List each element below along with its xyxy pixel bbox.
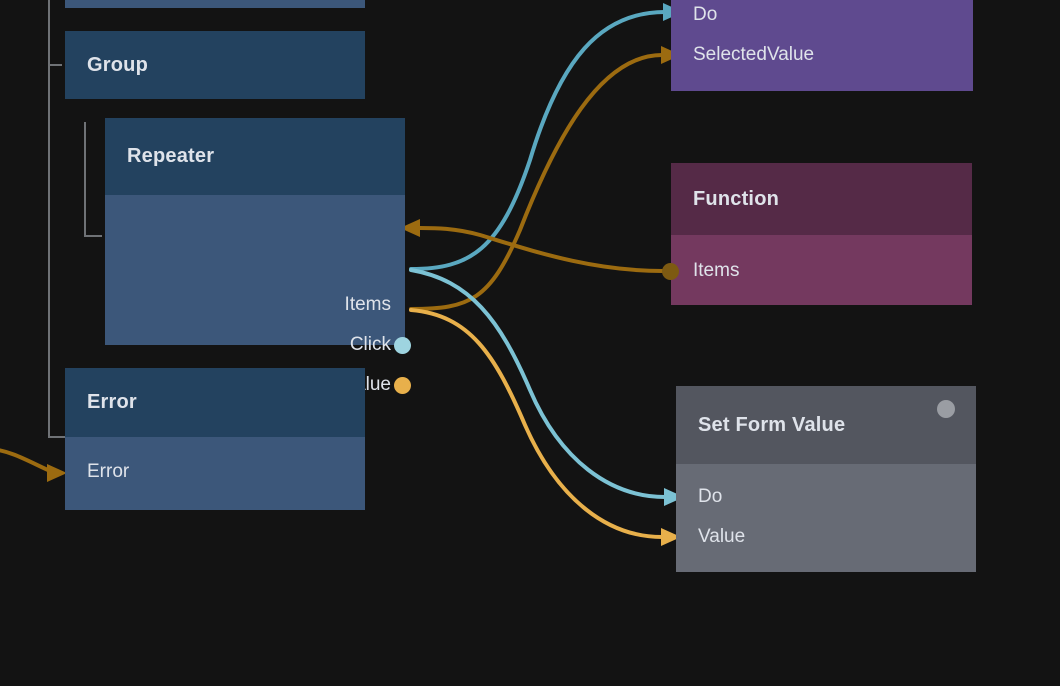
node-group[interactable]: Group <box>65 31 365 99</box>
tree-connector-line <box>48 0 50 438</box>
tree-connector-line <box>84 122 86 237</box>
node-body-clipped-top <box>65 0 365 8</box>
node-header-group[interactable]: Group <box>65 31 365 99</box>
port-selectedvalue[interactable]: SelectedValue <box>693 43 814 67</box>
node-title: Set Form Value <box>698 413 846 436</box>
edge-incoming-to-error[interactable] <box>0 448 50 472</box>
node-header-error[interactable]: Error <box>65 368 365 437</box>
port-value[interactable]: Value <box>698 525 745 549</box>
port-items[interactable]: Items <box>693 259 739 283</box>
port-label: SelectedValue <box>693 44 815 65</box>
port-do[interactable]: Do <box>698 485 722 509</box>
port-connector-dot[interactable] <box>662 263 679 280</box>
port-label: Value <box>698 526 746 547</box>
port-label: Do <box>693 4 718 25</box>
node-header-repeater[interactable]: Repeater <box>105 118 405 195</box>
edge-repeater-click-to-dropdown-do[interactable] <box>409 10 667 271</box>
port-error[interactable]: Error <box>87 460 129 484</box>
port-connector-dot[interactable] <box>394 377 411 394</box>
port-click[interactable]: Click <box>350 333 391 357</box>
port-label: Do <box>698 486 723 507</box>
port-label: Items <box>693 260 740 281</box>
edge-repeater-click-to-setformvalue-do[interactable] <box>409 268 667 499</box>
status-dot-icon[interactable] <box>937 400 955 418</box>
port-items[interactable]: Items <box>345 293 391 317</box>
port-label: Click <box>349 334 391 355</box>
node-title: Repeater <box>127 145 215 167</box>
node-title: Group <box>87 53 148 76</box>
port-connector-dot[interactable] <box>394 337 411 354</box>
port-do[interactable]: Do <box>693 3 717 27</box>
node-title: Function <box>693 187 780 210</box>
node-clipped-top[interactable] <box>65 0 365 8</box>
edge-arrowhead <box>47 464 67 482</box>
port-label: Items <box>344 294 391 315</box>
node-body-function: Items <box>662 235 972 305</box>
tree-connector-line <box>48 436 70 438</box>
node-header-function[interactable]: Function <box>671 163 972 235</box>
node-header-set-form-value[interactable]: Set Form Value <box>676 386 976 464</box>
tree-connector-line <box>48 64 62 66</box>
edge-function-items-to-repeater-items[interactable] <box>418 226 665 273</box>
port-label: Error <box>87 461 130 482</box>
edge-repeater-value-to-dropdown-selectedvalue[interactable] <box>409 53 664 311</box>
tree-connector-line <box>84 235 102 237</box>
edge-repeater-value-to-setformvalue-value[interactable] <box>409 308 664 539</box>
node-body-error: Error <box>65 437 365 510</box>
node-title: Error <box>87 391 137 413</box>
